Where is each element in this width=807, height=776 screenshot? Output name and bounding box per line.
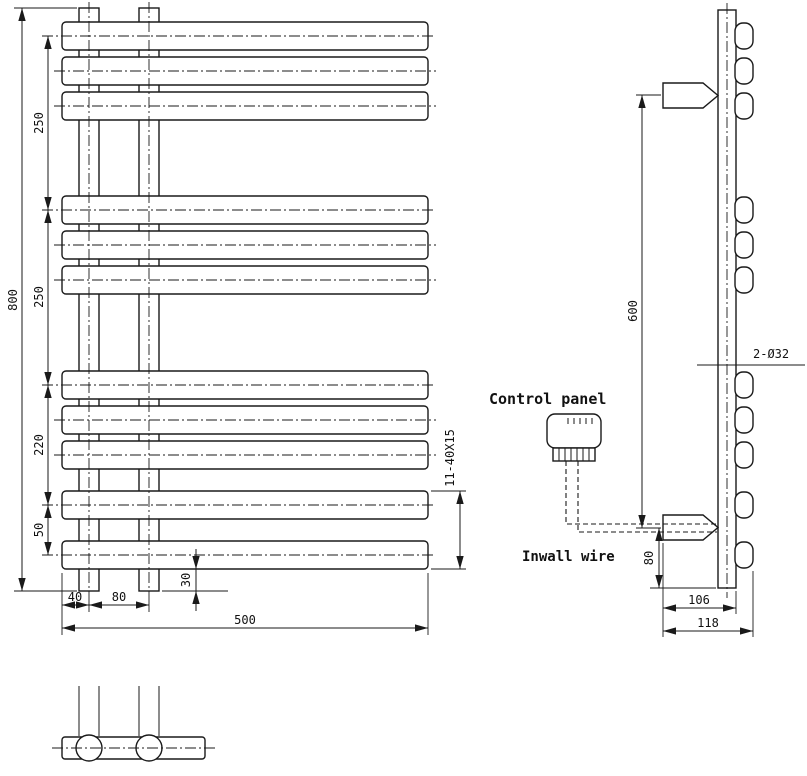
dim-250a-label: 250 bbox=[32, 112, 46, 134]
dim-80-side-label: 80 bbox=[642, 551, 656, 565]
bar-note-label: 11-40X15 bbox=[443, 429, 457, 487]
wall-brackets bbox=[662, 82, 720, 541]
centerlines-front bbox=[42, 2, 436, 596]
tube-dia-note: 2-Ø32 bbox=[697, 347, 805, 366]
dim-chain-left: 250 250 220 50 bbox=[32, 36, 52, 555]
bar-ends bbox=[734, 22, 754, 569]
dim-600: 600 bbox=[626, 94, 661, 529]
control-panel-buttons bbox=[567, 418, 593, 424]
side-view: 600 80 106 118 2-Ø32 bbox=[489, 3, 805, 637]
dim-800-label: 800 bbox=[6, 289, 20, 311]
dim-height-800: 800 bbox=[6, 7, 77, 592]
bottom-tube-lines bbox=[78, 686, 160, 736]
bottom-view bbox=[52, 686, 216, 762]
dim-80-label: 80 bbox=[112, 590, 126, 604]
dim-30-label: 30 bbox=[179, 573, 193, 587]
dim-106-label: 106 bbox=[688, 593, 710, 607]
dim-bottom: 40 80 500 30 bbox=[61, 549, 429, 635]
control-panel-device bbox=[546, 413, 602, 462]
dim-118-label: 118 bbox=[697, 616, 719, 630]
towel-bars bbox=[61, 21, 429, 570]
inwall-wires bbox=[565, 461, 717, 533]
dim-220-label: 220 bbox=[32, 434, 46, 456]
dim-depths: 106 118 bbox=[662, 543, 754, 637]
dim-bar-note: 11-40X15 bbox=[431, 429, 466, 570]
dim-500-label: 500 bbox=[234, 613, 256, 627]
control-panel-label: Control panel bbox=[489, 390, 606, 408]
tube-dia-label: 2-Ø32 bbox=[753, 347, 789, 361]
terminal-pins bbox=[558, 448, 590, 461]
front-view: 800 250 250 220 50 40 80 500 bbox=[6, 2, 466, 635]
dim-250b-label: 250 bbox=[32, 286, 46, 308]
dim-40-label: 40 bbox=[68, 590, 82, 604]
inwall-wire-label: Inwall wire bbox=[522, 549, 615, 565]
dim-80-side: 80 bbox=[642, 528, 716, 589]
terminal-block bbox=[552, 447, 596, 462]
dim-600-label: 600 bbox=[626, 300, 640, 322]
dim-50-label: 50 bbox=[32, 523, 46, 537]
